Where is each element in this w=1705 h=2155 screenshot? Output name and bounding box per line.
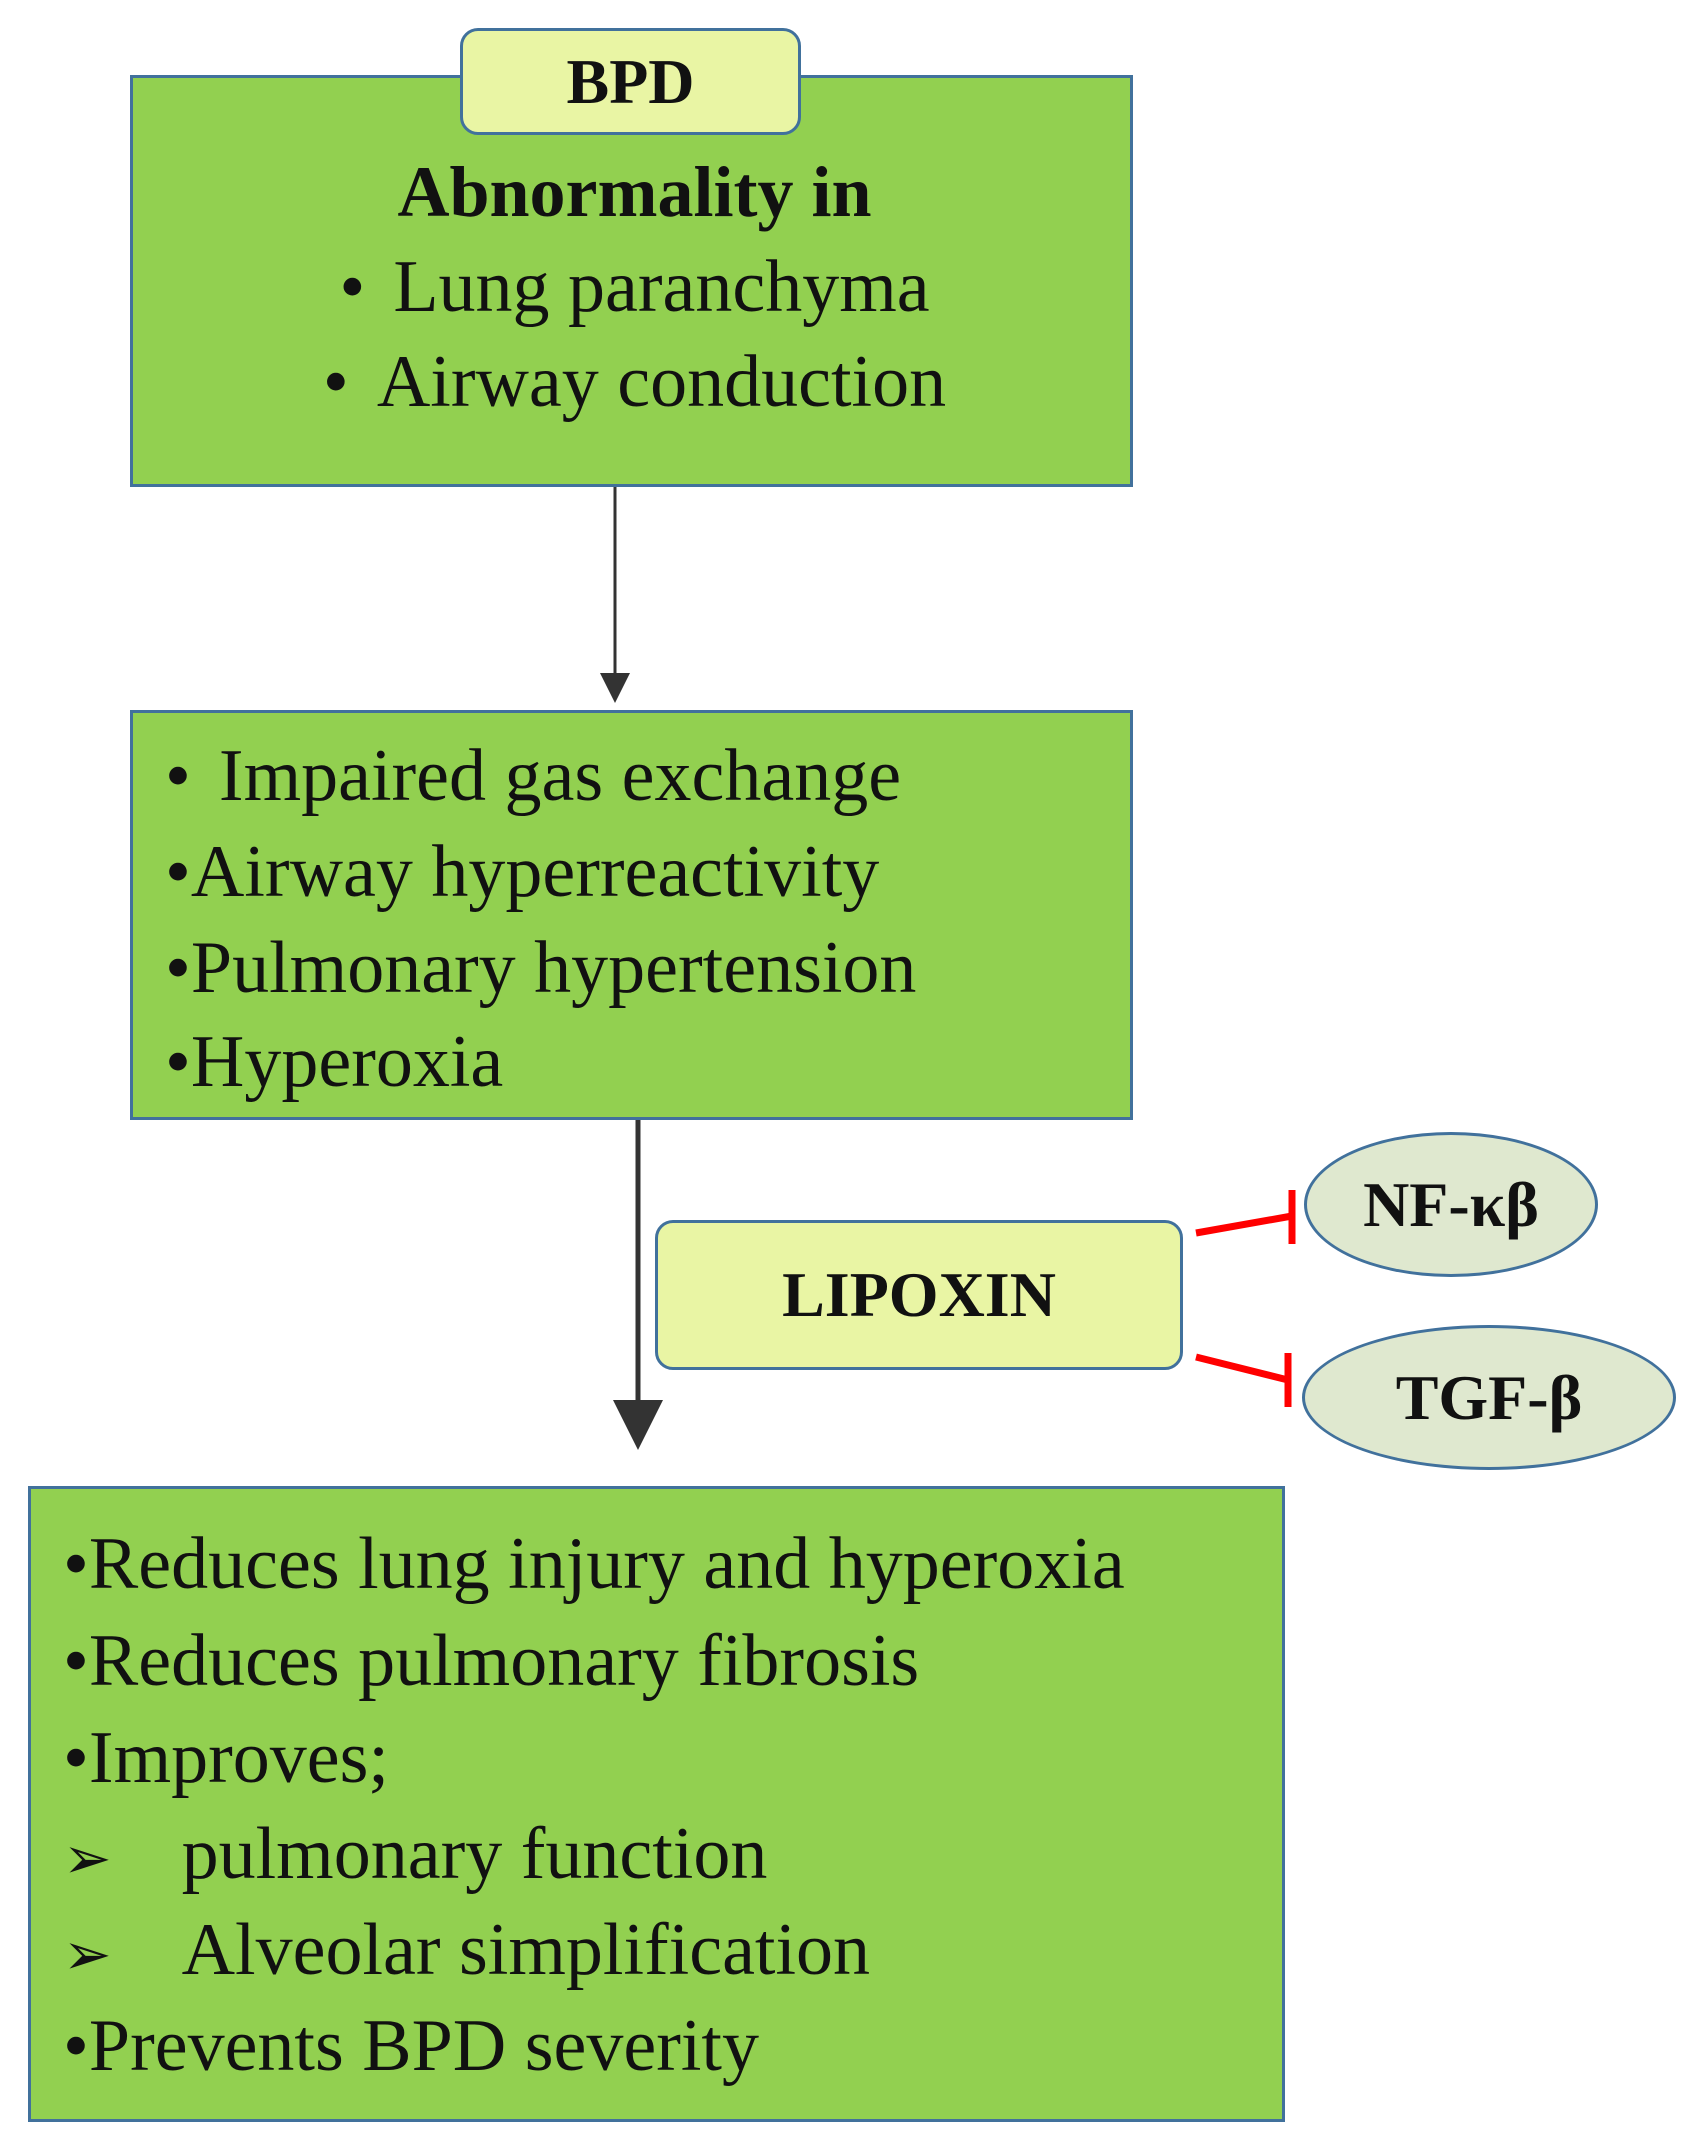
effect-item-text: Impaired gas exchange	[218, 735, 902, 817]
nfkb-target: NF-κβ	[1304, 1132, 1598, 1277]
arrow-bullet-icon: ➢	[63, 1824, 112, 1892]
outcome-item-text: Alveolar simplification	[181, 1909, 871, 1991]
bpd-tag: BPD	[460, 28, 801, 135]
bullet: •	[63, 1717, 89, 1799]
abnormality-item-text: Airway conduction	[376, 341, 947, 423]
arrow-bullet-icon: ➢	[63, 1920, 112, 1988]
bpd-abnormality-box: Abnormality in •Lung paranchyma •Airway …	[130, 75, 1133, 487]
bullet: •	[63, 1620, 89, 1702]
outcome-item-text: Reduces pulmonary fibrosis	[88, 1620, 920, 1702]
effect-item-text: Hyperoxia	[190, 1021, 504, 1103]
effect-item-text: Airway hyperreactivity	[190, 831, 880, 913]
bullet: •	[165, 927, 191, 1009]
effect-item: •Impaired gas exchange	[165, 739, 901, 813]
bullet: •	[165, 735, 191, 817]
effect-item: •Hyperoxia	[165, 1025, 503, 1099]
bullet: •	[63, 1523, 89, 1605]
outcome-item-text: Prevents BPD severity	[88, 2005, 759, 2087]
bullet: •	[165, 831, 191, 913]
abnormality-item: •Airway conduction	[133, 345, 1136, 419]
abnormality-item-text: Lung paranchyma	[393, 246, 930, 328]
outcome-subitem: ➢Alveolar simplification	[63, 1913, 870, 1987]
bullet: •	[165, 1021, 191, 1103]
outcome-item: •Improves;	[63, 1721, 389, 1795]
outcome-subitem: ➢pulmonary function	[63, 1817, 767, 1891]
outcome-item: •Reduces pulmonary fibrosis	[63, 1624, 919, 1698]
outcome-item-text: Reduces lung injury and hyperoxia	[88, 1523, 1125, 1605]
outcome-item: •Reduces lung injury and hyperoxia	[63, 1527, 1125, 1601]
outcome-item-text: Improves;	[88, 1717, 389, 1799]
effect-item-text: Pulmonary hypertension	[190, 927, 917, 1009]
effect-item: •Pulmonary hypertension	[165, 931, 916, 1005]
outcome-item-text: pulmonary function	[181, 1813, 768, 1895]
lipoxin-label: LIPOXIN	[655, 1220, 1183, 1370]
abnormality-heading: Abnormality in	[397, 152, 872, 232]
bullet: •	[322, 341, 349, 423]
bullet: •	[63, 2005, 89, 2087]
lipoxin-outcomes-box: •Reduces lung injury and hyperoxia •Redu…	[28, 1486, 1285, 2122]
bpd-effects-box: •Impaired gas exchange •Airway hyperreac…	[130, 710, 1133, 1120]
inhibition-nfkb	[1195, 1190, 1296, 1244]
abnormality-item: •Lung paranchyma	[133, 250, 1136, 324]
bullet: •	[339, 246, 366, 328]
tgfb-target: TGF-β	[1302, 1325, 1676, 1470]
inhibition-tgfb	[1195, 1353, 1292, 1407]
effect-item: •Airway hyperreactivity	[165, 835, 879, 909]
outcome-item: •Prevents BPD severity	[63, 2009, 759, 2083]
